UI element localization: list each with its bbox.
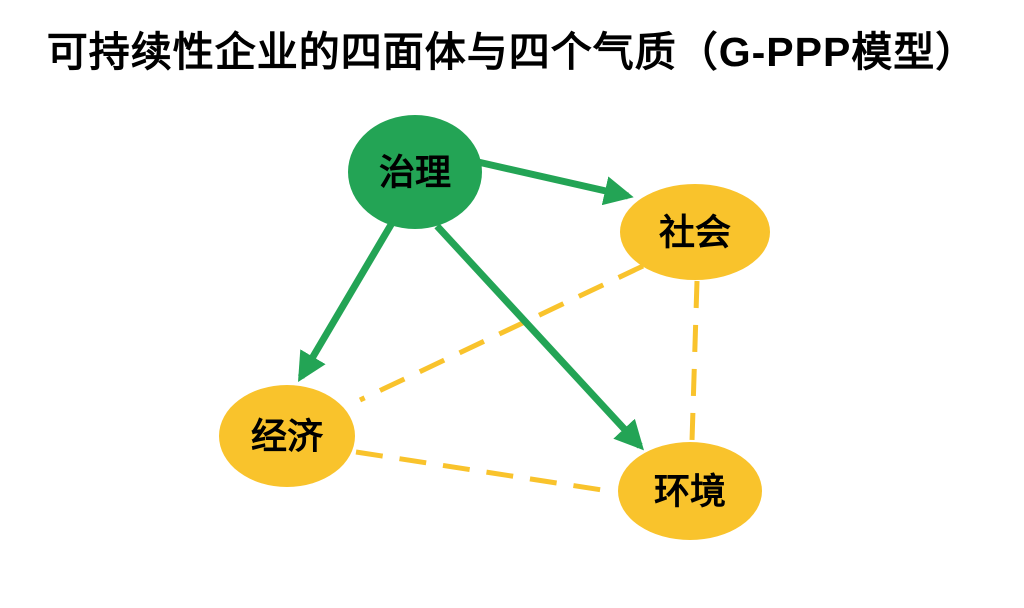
node-environment: 环境 [618, 442, 762, 540]
diagram-title: 可持续性企业的四面体与四个气质（G-PPP模型） [46, 29, 978, 75]
edge-governance-environment [434, 223, 644, 451]
node-governance-label: 治理 [379, 152, 451, 193]
node-environment-shape [618, 442, 762, 540]
edge-governance-society [477, 158, 634, 206]
node-economy-label: 经济 [251, 416, 324, 457]
node-environment-label: 环境 [654, 471, 726, 512]
node-economy-shape [219, 385, 355, 487]
node-society: 社会 [620, 184, 770, 280]
node-society-shape [620, 184, 770, 280]
edge-society-economy [358, 263, 645, 403]
edge-governance-economy [297, 221, 396, 383]
node-governance: 治理 [348, 115, 482, 229]
node-governance-shape [348, 115, 482, 229]
edge-economy-environment [355, 449, 616, 495]
edge-society-environment [689, 280, 700, 442]
node-society-label: 社会 [659, 212, 731, 253]
node-economy: 经济 [219, 385, 355, 487]
